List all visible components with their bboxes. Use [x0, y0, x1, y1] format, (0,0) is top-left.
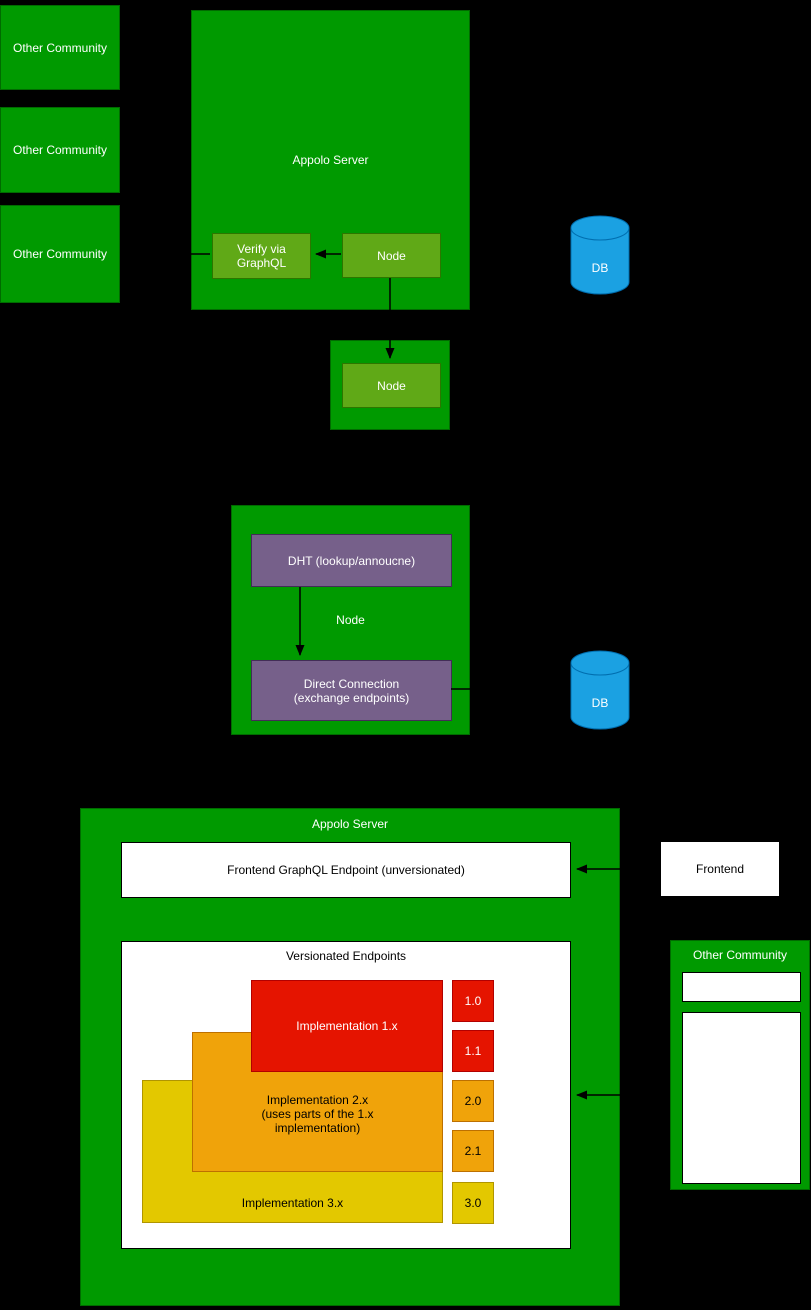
other-community-box-2: Other Community: [0, 107, 120, 193]
version-tab-2-0: 2.0: [452, 1080, 494, 1122]
frontend-label: Frontend: [695, 862, 745, 876]
database-cylinder-top: DB: [570, 215, 630, 295]
verify-via-graphql-label: Verify via GraphQL: [236, 242, 287, 270]
version-label: 2.0: [464, 1094, 482, 1108]
db-label: DB: [591, 261, 609, 275]
database-cylinder-middle: DB: [570, 650, 630, 730]
direct-connection-box: Direct Connection (exchange endpoints): [251, 660, 452, 721]
version-label: 1.0: [464, 994, 482, 1008]
dht-lookup-label: DHT (lookup/annoucne): [287, 553, 416, 568]
versionated-endpoints-title: Versionated Endpoints: [285, 949, 407, 963]
db-label: DB: [591, 696, 609, 710]
verify-via-graphql-box: Verify via GraphQL: [212, 233, 311, 279]
implementation-2x-label: Implementation 2.x (uses parts of the 1.…: [261, 1093, 374, 1135]
other-community-box-4: Other Community: [670, 940, 810, 1190]
other-community-box-3: Other Community: [0, 205, 120, 303]
version-label: 2.1: [464, 1144, 482, 1158]
frontend-box: Frontend: [660, 841, 780, 897]
version-tab-1-0: 1.0: [452, 980, 494, 1022]
other-community-label: Other Community: [12, 143, 108, 157]
appolo-server-top-box: Appolo Server Verify via GraphQL Node: [191, 10, 470, 310]
appolo-server-title: Appolo Server: [292, 153, 369, 167]
implementation-1x-box: Implementation 1.x: [251, 980, 443, 1072]
other-community-title: Other Community: [692, 948, 788, 962]
other-community-label: Other Community: [12, 247, 108, 261]
cylinder-icon: [570, 215, 630, 295]
version-label: 3.0: [464, 1196, 482, 1210]
node-group-title: Node: [336, 613, 365, 627]
appolo-server-bottom-box: Appolo Server Frontend GraphQL Endpoint …: [80, 808, 620, 1306]
node-label: Node: [377, 248, 406, 263]
implementation-2x-box: Implementation 2.x (uses parts of the 1.…: [192, 1032, 443, 1172]
version-tab-3-0: 3.0: [452, 1182, 494, 1224]
dht-lookup-box: DHT (lookup/annoucne): [251, 534, 452, 587]
standalone-node-group-box: Node: [330, 340, 450, 430]
other-community-slot-1: [682, 972, 801, 1002]
node-label: Node: [377, 378, 406, 393]
implementation-1x-label: Implementation 1.x: [296, 1019, 398, 1033]
version-tab-1-1: 1.1: [452, 1030, 494, 1072]
implementation-3x-label: Implementation 3.x: [241, 1196, 344, 1210]
other-community-label: Other Community: [12, 40, 108, 55]
cylinder-icon: [570, 650, 630, 730]
direct-connection-label: Direct Connection (exchange endpoints): [293, 676, 410, 705]
other-community-slot-2: [682, 1012, 801, 1184]
other-community-box-1: Other Community: [0, 5, 120, 90]
version-tab-2-1: 2.1: [452, 1130, 494, 1172]
versionated-endpoints-box: Versionated Endpoints Implementation 3.x…: [121, 941, 571, 1249]
version-label: 1.1: [464, 1044, 482, 1058]
appolo-server-title: Appolo Server: [311, 817, 389, 831]
node-group-middle-box: DHT (lookup/annoucne) Node Direct Connec…: [231, 505, 470, 735]
frontend-graphql-endpoint-label: Frontend GraphQL Endpoint (unversionated…: [227, 863, 465, 877]
node-box-top: Node: [342, 233, 441, 278]
frontend-graphql-endpoint-box: Frontend GraphQL Endpoint (unversionated…: [121, 842, 571, 898]
node-box-standalone: Node: [342, 363, 441, 408]
